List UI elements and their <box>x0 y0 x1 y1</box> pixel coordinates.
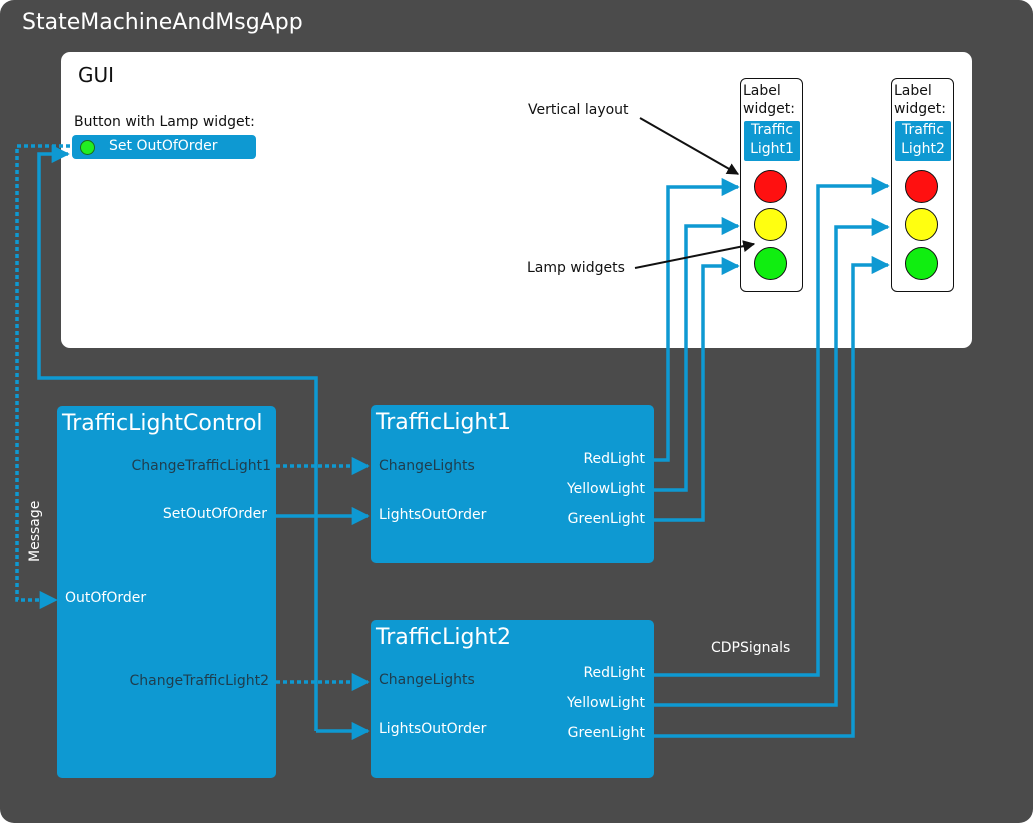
cdp-signals-label: CDPSignals <box>711 640 791 656</box>
port-green-light: GreenLight <box>567 725 645 741</box>
label-widget-caption: Label widget: <box>743 83 795 117</box>
traffic-light-control-block[interactable]: TrafficLightControl ChangeTrafficLight1 … <box>57 406 276 778</box>
block-title: TrafficLight2 <box>376 625 511 650</box>
button-to-tl2-wire <box>37 144 318 731</box>
port-change-lights: ChangeLights <box>379 672 475 688</box>
red-lamp-icon <box>754 170 787 203</box>
status-lamp-icon <box>80 140 95 155</box>
tl1-green-signal <box>654 256 740 522</box>
label-widget-caption: Label widget: <box>894 83 946 117</box>
lamp-widgets-annotation: Lamp widgets <box>527 260 625 276</box>
green-lamp-icon <box>754 247 787 280</box>
app-title: StateMachineAndMsgApp <box>22 10 303 35</box>
button-caption: Button with Lamp widget: <box>74 114 255 130</box>
red-lamp-icon <box>905 170 938 203</box>
traffic-light-2-label: Traffic Light2 <box>895 121 951 161</box>
port-change-traffic-light-1: ChangeTrafficLight1 <box>131 458 271 474</box>
port-change-traffic-light-2: ChangeTrafficLight2 <box>129 673 269 689</box>
lamp-widgets-pointer <box>634 240 756 269</box>
port-red-light: RedLight <box>583 665 645 681</box>
yellow-lamp-icon <box>754 208 787 241</box>
yellow-lamp-icon <box>905 208 938 241</box>
block-title: TrafficLight1 <box>376 410 511 435</box>
traffic-light-2-layout: Label widget: Traffic Light2 <box>891 78 954 292</box>
tl2-red-signal <box>654 176 890 677</box>
port-yellow-light: YellowLight <box>566 481 645 497</box>
port-yellow-light: YellowLight <box>566 695 645 711</box>
gui-title: GUI <box>78 63 115 87</box>
port-set-out-of-order: SetOutOfOrder <box>162 506 267 522</box>
vertical-layout-pointer <box>639 117 740 175</box>
green-lamp-icon <box>905 247 938 280</box>
traffic-light-1-layout: Label widget: Traffic Light1 <box>740 78 803 292</box>
port-change-lights: ChangeLights <box>379 458 475 474</box>
gui-panel: GUI Button with Lamp widget: Set OutOfOr… <box>61 52 972 348</box>
vertical-layout-annotation: Vertical layout <box>528 102 629 118</box>
traffic-light-2-block[interactable]: TrafficLight2 ChangeLights LightsOutOrde… <box>371 620 654 778</box>
tl2-green-signal <box>654 255 890 738</box>
set-out-of-order-label: Set OutOfOrder <box>109 138 218 154</box>
traffic-light-2-label-line2: Light2 <box>901 141 945 157</box>
tl2-yellow-signal <box>654 217 890 707</box>
tl1-yellow-signal <box>654 216 740 492</box>
port-lights-out-order: LightsOutOrder <box>379 507 487 523</box>
traffic-light-1-block[interactable]: TrafficLight1 ChangeLights LightsOutOrde… <box>371 405 654 563</box>
traffic-light-2-label-line1: Traffic <box>901 122 945 138</box>
port-lights-out-order: LightsOutOrder <box>379 721 487 737</box>
port-green-light: GreenLight <box>567 511 645 527</box>
traffic-light-1-label: Traffic Light1 <box>744 121 800 161</box>
traffic-light-1-label-line2: Light1 <box>750 141 794 157</box>
block-title: TrafficLightControl <box>62 411 263 436</box>
set-out-of-order-button[interactable]: Set OutOfOrder <box>72 135 256 159</box>
port-red-light: RedLight <box>583 451 645 467</box>
message-wire <box>15 144 70 610</box>
tl1-red-signal <box>654 177 740 462</box>
port-out-of-order: OutOfOrder <box>65 590 147 606</box>
traffic-light-1-label-line1: Traffic <box>750 122 794 138</box>
